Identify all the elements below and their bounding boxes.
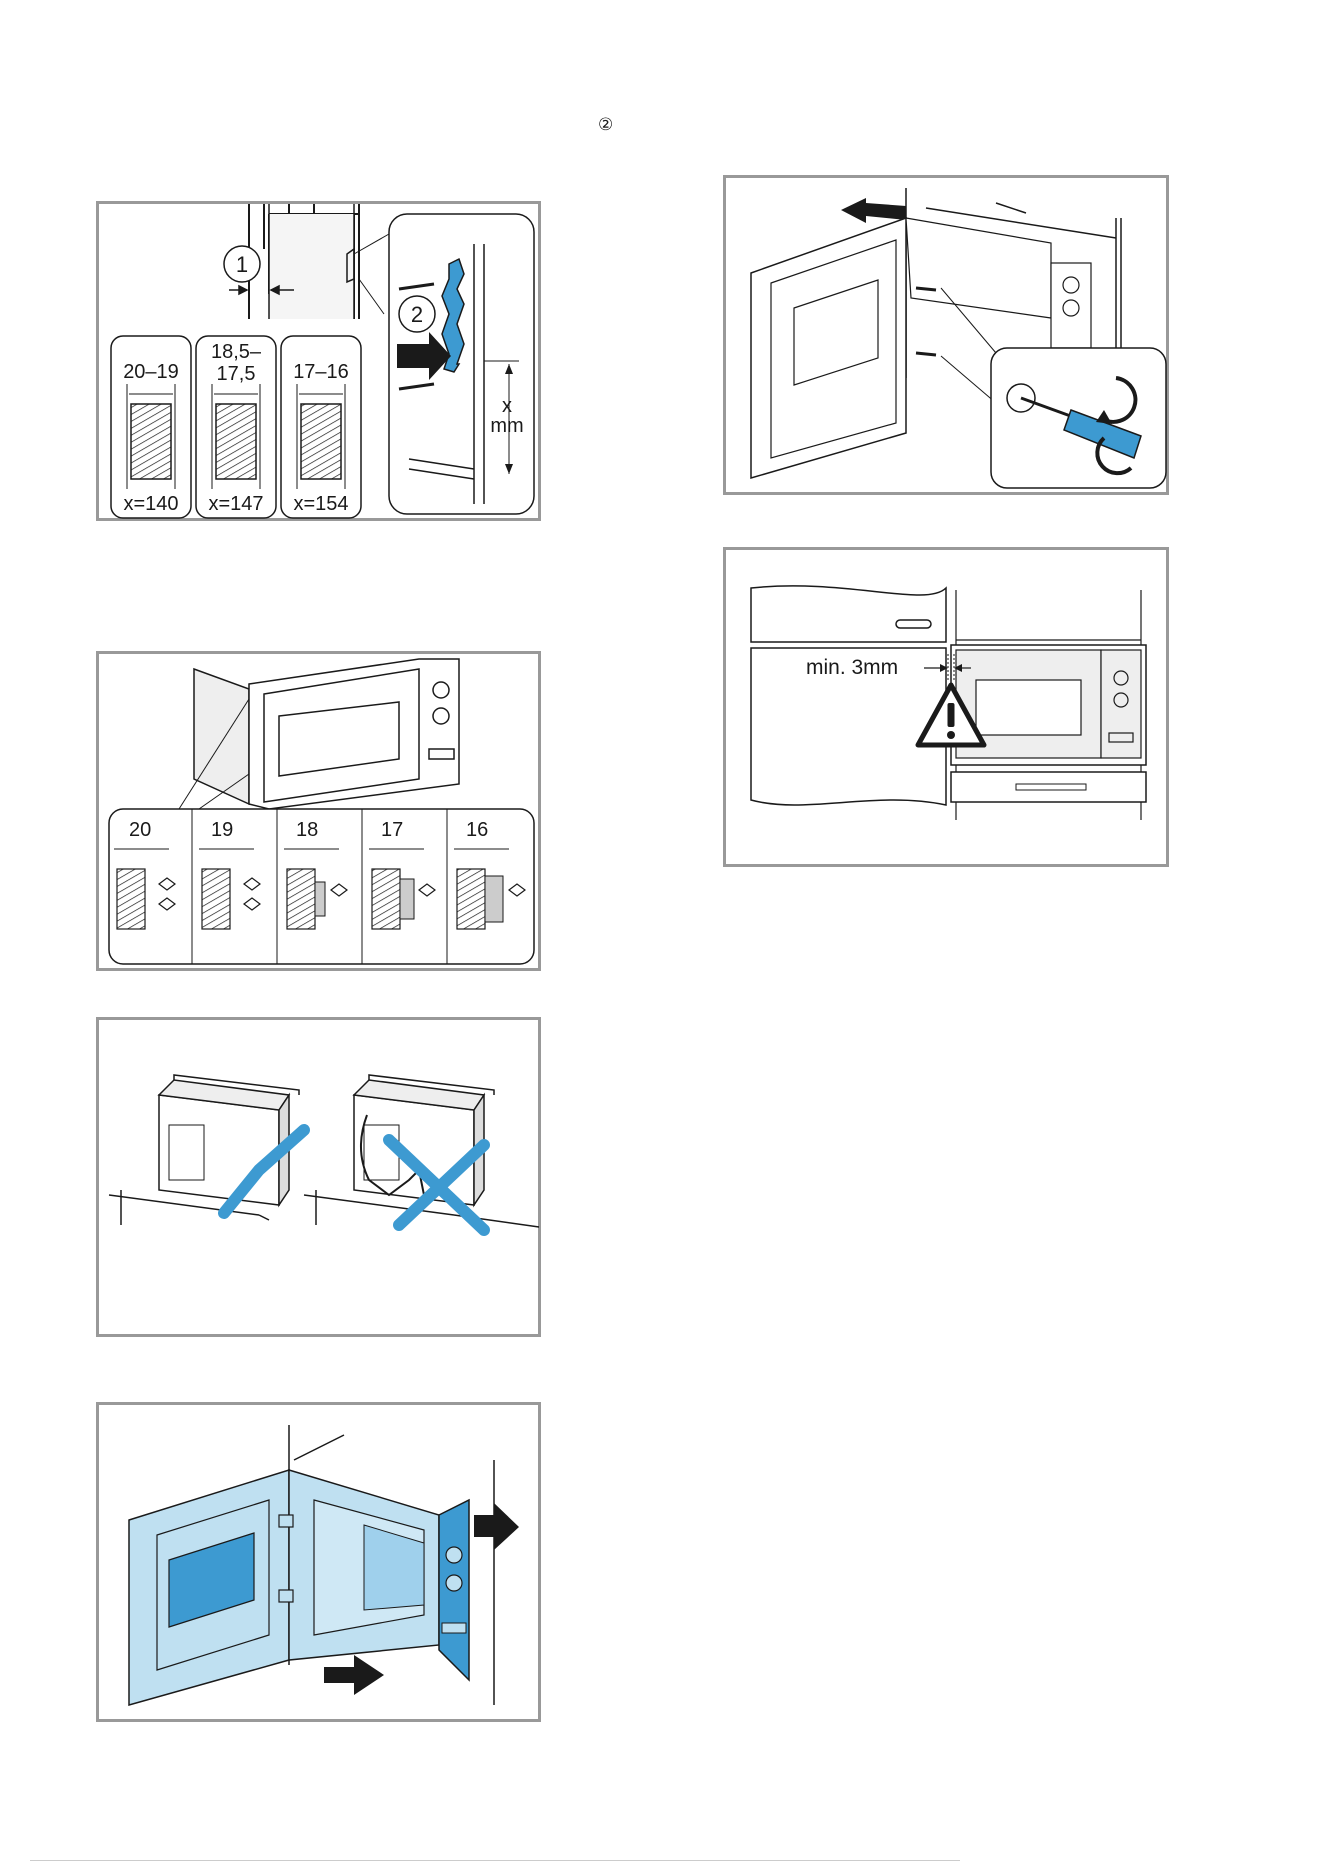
callout-2: 2 [411, 302, 423, 327]
figure-insert-oven [96, 1402, 541, 1722]
footer-rule [30, 1860, 960, 1861]
x-value-1: x=140 [123, 493, 178, 515]
figure-fixing-screws [723, 175, 1169, 495]
circled-marker: ② [598, 115, 613, 135]
screwdriver-detail [991, 348, 1166, 488]
figure-hinge-thickness: 20 19 18 17 16 [96, 651, 541, 971]
hinge-thickness-illustration: 20 19 18 17 16 [99, 654, 544, 974]
figure-clearance: min. 3mm [723, 547, 1169, 867]
figure-side-shims: 1 20–19 x=140 18,5– 17,5 x=147 17–16 [96, 201, 541, 521]
dim-mm: mm [490, 415, 523, 437]
oven-correct [109, 1075, 304, 1225]
x-value-2: x=147 [208, 493, 263, 515]
thickness-2: 19 [211, 819, 233, 841]
x-value-3: x=154 [293, 493, 348, 515]
range-1: 20–19 [123, 361, 179, 383]
shim-box-2: 18,5– 17,5 x=147 [196, 336, 276, 518]
side-shims-illustration: 1 20–19 x=140 18,5– 17,5 x=147 17–16 [99, 204, 544, 524]
shim-box-1: 20–19 x=140 [111, 336, 191, 518]
insert-oven-illustration [99, 1405, 544, 1725]
range-2-line1: 18,5– [211, 341, 262, 363]
range-3: 17–16 [293, 361, 349, 383]
fixing-screws-illustration [726, 178, 1172, 498]
figure-cable-routing [96, 1017, 541, 1337]
bracket-detail: 2 x mm [389, 214, 534, 514]
clearance-illustration: min. 3mm [726, 550, 1172, 870]
cable-routing-illustration [99, 1020, 544, 1340]
oven-wrong [304, 1075, 539, 1230]
thickness-3: 18 [296, 819, 318, 841]
shim-box-3: 17–16 x=154 [281, 336, 361, 518]
dim-x: x [502, 395, 512, 417]
thickness-4: 17 [381, 819, 403, 841]
clearance-label: min. 3mm [806, 656, 898, 679]
callout-1: 1 [236, 252, 248, 277]
thickness-1: 20 [129, 819, 151, 841]
range-2-line2: 17,5 [217, 363, 256, 385]
thickness-5: 16 [466, 819, 488, 841]
